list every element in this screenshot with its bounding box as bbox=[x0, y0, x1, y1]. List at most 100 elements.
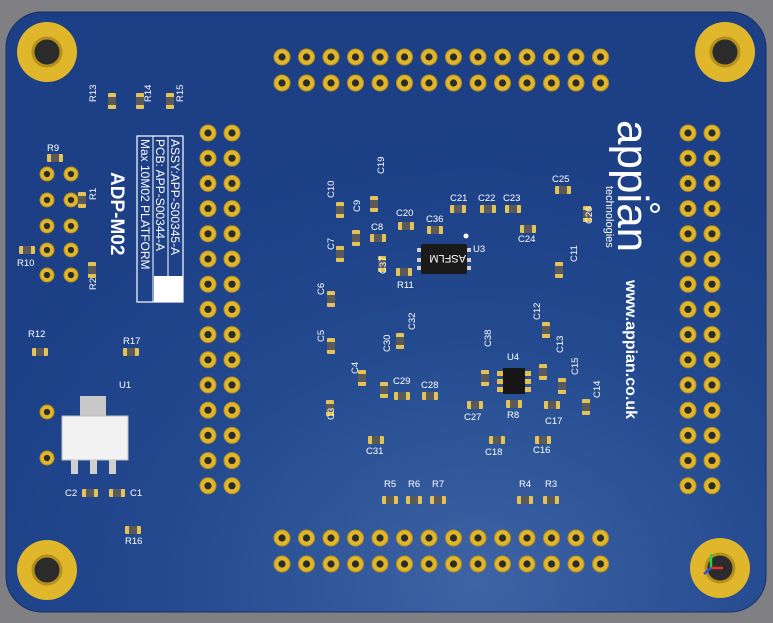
designator-label: R16 bbox=[125, 536, 142, 547]
designator-label: C26 bbox=[584, 207, 595, 224]
pin-pad bbox=[39, 404, 55, 420]
designator-label: C37 bbox=[378, 257, 389, 274]
smd-part-r3 bbox=[543, 496, 559, 504]
designator-label: C30 bbox=[382, 335, 393, 352]
smd-part-c13 bbox=[539, 364, 547, 380]
designator-label: C20 bbox=[396, 208, 413, 219]
designator-label: C32 bbox=[407, 313, 418, 330]
pin-pad bbox=[223, 124, 241, 142]
pin-pad bbox=[469, 529, 487, 547]
logo-word: appian bbox=[608, 120, 657, 252]
pin-pad bbox=[273, 529, 291, 547]
pin-pad bbox=[469, 48, 487, 66]
header-left bbox=[199, 124, 241, 495]
smd-part-c7 bbox=[336, 246, 344, 262]
pin-pad bbox=[273, 555, 291, 573]
smd-part-r16 bbox=[125, 526, 141, 534]
pin-pad bbox=[273, 74, 291, 92]
smd-part-c6 bbox=[327, 291, 335, 307]
pin-pad bbox=[543, 74, 560, 92]
pin-pad bbox=[223, 426, 241, 444]
pin-pad bbox=[347, 48, 364, 66]
pin-pad bbox=[199, 250, 217, 268]
smd-part-c12 bbox=[542, 322, 550, 338]
designator-label: R2 bbox=[88, 278, 99, 290]
smd-part-c30 bbox=[380, 382, 388, 398]
pin-pad bbox=[494, 48, 511, 66]
designator-label: U1 bbox=[119, 380, 131, 391]
axis-marker-icon bbox=[703, 554, 723, 575]
smd-part-c17 bbox=[544, 401, 560, 409]
pin-pad bbox=[223, 225, 241, 243]
smd-part-r6 bbox=[406, 496, 422, 504]
smd-part-c37 bbox=[378, 256, 386, 272]
pin-pad bbox=[39, 242, 55, 258]
pin-pad bbox=[371, 529, 389, 547]
pin-pad bbox=[371, 555, 389, 573]
pin-pad bbox=[63, 267, 79, 283]
pin-pad bbox=[679, 351, 697, 369]
smd-part-c10 bbox=[336, 202, 344, 218]
u1-regulator bbox=[61, 396, 129, 474]
smd-part-r15 bbox=[166, 93, 174, 109]
designator-label: C11 bbox=[569, 245, 580, 262]
pin-pad bbox=[223, 351, 241, 369]
smd-part-c25 bbox=[555, 186, 571, 194]
designator-label: C6 bbox=[316, 283, 327, 295]
pin-pad bbox=[199, 149, 217, 167]
pin-pad bbox=[518, 555, 536, 573]
pin-pad bbox=[679, 149, 697, 167]
smd-part-r13 bbox=[108, 93, 116, 109]
pin-pad bbox=[199, 174, 217, 192]
pin-pad bbox=[703, 426, 721, 444]
pin-pad bbox=[679, 401, 697, 419]
smd-part-r14 bbox=[136, 93, 144, 109]
pin-pad bbox=[298, 555, 315, 573]
designator-label: R15 bbox=[175, 85, 186, 102]
pin-pad bbox=[703, 477, 721, 495]
smd-part-c31 bbox=[368, 436, 384, 444]
designator-label: C9 bbox=[352, 200, 363, 212]
designator-label: C22 bbox=[478, 193, 495, 204]
pin-pad bbox=[63, 218, 79, 234]
pin-pad bbox=[703, 124, 721, 142]
smd-part-c24 bbox=[520, 225, 536, 233]
designator-label: R13 bbox=[88, 85, 99, 102]
u4-chip bbox=[497, 368, 531, 394]
smd-part-c15 bbox=[558, 378, 566, 394]
smd-part-c18 bbox=[489, 436, 505, 444]
silkscreen-label-box: ASSY:APP-S00345-A PCB: APP-S00344-A Max … bbox=[136, 135, 184, 303]
smd-part-c14 bbox=[582, 399, 590, 415]
pin-pad bbox=[518, 48, 536, 66]
pin-pad bbox=[199, 351, 217, 369]
pin-pad bbox=[703, 200, 721, 218]
smd-part-r2 bbox=[88, 262, 96, 278]
designator-label: C24 bbox=[518, 234, 535, 245]
designator-label: R17 bbox=[123, 336, 140, 347]
pin-pad bbox=[223, 326, 241, 344]
pin-pad bbox=[63, 166, 79, 182]
header-bottom bbox=[273, 529, 609, 573]
pin-pad bbox=[679, 200, 697, 218]
designator-label: C38 bbox=[483, 330, 494, 347]
designator-label: C5 bbox=[316, 330, 327, 342]
designator-label: C13 bbox=[555, 336, 566, 353]
pin-pad bbox=[396, 74, 413, 92]
pin-pad bbox=[63, 192, 79, 208]
pin-pad bbox=[396, 529, 413, 547]
appian-logo: appian technologies bbox=[603, 120, 660, 252]
pin-pad bbox=[396, 48, 413, 66]
smd-part-c21 bbox=[450, 205, 466, 213]
smd-part-c2 bbox=[82, 489, 98, 497]
smd-part-c29 bbox=[394, 392, 410, 400]
pin-pad bbox=[298, 48, 315, 66]
pin-pad bbox=[199, 124, 217, 142]
designator-label: C3 bbox=[326, 408, 337, 420]
pin-pad bbox=[322, 48, 340, 66]
designator-label: R11 bbox=[397, 280, 414, 291]
pin-pad bbox=[592, 529, 609, 547]
pin-pad bbox=[298, 529, 315, 547]
pin-pad bbox=[445, 48, 462, 66]
pin-pad bbox=[347, 529, 364, 547]
